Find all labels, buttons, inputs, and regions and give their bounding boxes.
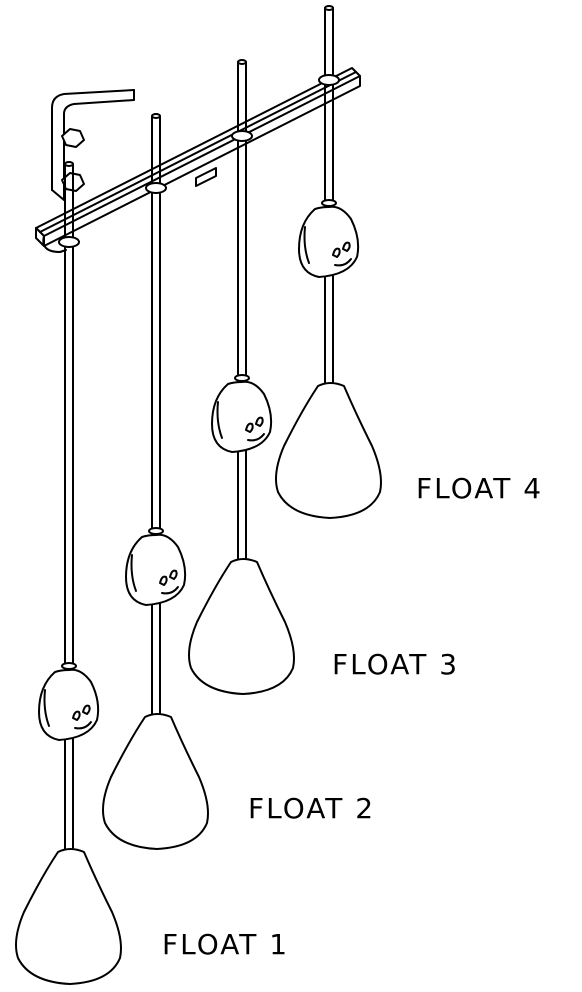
stem-1 <box>58 161 80 851</box>
float-4-collar <box>298 199 360 278</box>
stem-3 <box>231 59 253 563</box>
float-3: FLOAT 3 <box>188 374 459 695</box>
float-3-collar <box>211 374 273 453</box>
float-1-label: FLOAT 1 <box>162 928 289 961</box>
hex-nut-upper <box>61 128 85 148</box>
float-4-label: FLOAT 4 <box>416 472 543 505</box>
float-2: FLOAT 2 <box>102 527 375 850</box>
float-4-body <box>275 382 382 519</box>
float-3-label: FLOAT 3 <box>332 648 459 681</box>
stem-2 <box>145 113 167 716</box>
float-2-collar <box>125 527 187 606</box>
float-4: FLOAT 4 <box>275 199 543 519</box>
float-2-body <box>102 713 209 850</box>
float-2-label: FLOAT 2 <box>248 792 375 825</box>
float-1-body <box>15 848 122 985</box>
float-1-collar <box>38 662 100 741</box>
float-1: FLOAT 1 <box>15 662 289 985</box>
float-3-body <box>188 558 295 695</box>
wall-bracket <box>51 89 135 201</box>
stem-4 <box>318 5 340 386</box>
mounting-bar <box>35 67 361 253</box>
